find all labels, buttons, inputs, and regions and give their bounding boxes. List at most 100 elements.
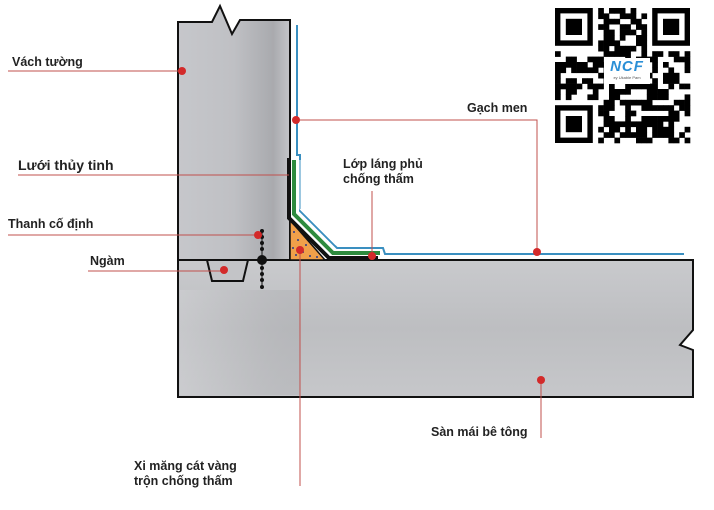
qr-module (663, 89, 669, 95)
label-fixing-bar: Thanh cố định (8, 217, 94, 231)
qr-module (609, 51, 615, 57)
qr-module (555, 89, 561, 95)
qr-module (652, 132, 658, 138)
qr-module (625, 51, 631, 57)
label-mortar-line2: trộn chống thấm (134, 474, 233, 488)
qr-logo-text: NCF (610, 58, 644, 75)
qr-module (673, 137, 680, 144)
qr-module (657, 116, 664, 122)
qr-module (684, 51, 691, 57)
qr-module (657, 132, 664, 138)
qr-module (576, 83, 583, 90)
qr-module (663, 62, 669, 68)
qr-module (673, 78, 680, 84)
qr-module (625, 83, 631, 90)
qr-module (652, 67, 658, 74)
label-embed: Ngàm (90, 254, 125, 268)
qr-module (663, 126, 669, 133)
qr-module (668, 137, 675, 144)
qr-module (636, 99, 642, 106)
label-mortar-line1: Xi măng cát vàng (134, 459, 237, 473)
qr-module (603, 99, 610, 106)
qr-module (587, 56, 594, 63)
qr-module (668, 51, 675, 57)
qr-module (609, 105, 615, 111)
qr-logo: NCF ey Ukable Pam (604, 58, 650, 84)
qr-module (603, 110, 610, 117)
qr-module (668, 78, 675, 84)
qr-module (684, 67, 691, 74)
qr-module (609, 94, 615, 101)
qr-module (646, 99, 653, 106)
qr-module (625, 13, 631, 20)
qr-module (598, 126, 604, 133)
qr-module (646, 121, 653, 128)
qr-module (614, 126, 621, 133)
qr-module (641, 24, 648, 30)
qr-module (603, 18, 610, 25)
qr-module (668, 132, 675, 138)
fixing-bar (257, 229, 267, 289)
qr-module (598, 72, 604, 79)
qr-module (614, 137, 621, 144)
qr-module (684, 56, 691, 63)
qr-module (592, 56, 599, 63)
qr-module (614, 94, 621, 101)
qr-module (582, 62, 588, 68)
qr-module (609, 83, 615, 90)
qr-module (609, 126, 615, 133)
qr-module (609, 35, 615, 41)
qr-module (576, 62, 583, 68)
qr-module (598, 105, 604, 111)
qr-module (641, 116, 648, 122)
qr-module (630, 45, 637, 52)
qr-module (630, 132, 637, 138)
qr-module (641, 132, 648, 138)
label-coating-line1: Lớp láng phủ (343, 157, 423, 171)
qr-module (598, 56, 604, 63)
qr-module (641, 121, 648, 128)
qr-module (598, 8, 604, 14)
qr-module (625, 29, 631, 36)
qr-module (641, 13, 648, 20)
qr-module (636, 83, 642, 90)
qr-finder (565, 18, 582, 35)
qr-module (646, 89, 653, 95)
qr-module (652, 51, 658, 57)
qr-module (652, 105, 658, 111)
qr-module (571, 89, 577, 95)
qr-module (668, 121, 675, 128)
qr-module (646, 94, 653, 101)
qr-module (630, 110, 637, 117)
qr-code (555, 8, 691, 144)
qr-module (603, 51, 610, 57)
qr-module (576, 67, 583, 74)
qr-module (663, 132, 669, 138)
label-ceramic-tile: Gạch men (467, 101, 528, 115)
qr-module (668, 83, 675, 90)
qr-module (560, 67, 567, 74)
ceramic-tile-outline (299, 160, 337, 246)
qr-module (614, 51, 621, 57)
qr-module (668, 116, 675, 122)
qr-finder (663, 18, 680, 35)
qr-module (646, 105, 653, 111)
qr-module (565, 83, 572, 90)
qr-module (603, 121, 610, 128)
qr-module (630, 29, 637, 36)
qr-module (603, 116, 610, 122)
slab-shade (180, 290, 300, 395)
qr-module (571, 78, 577, 84)
qr-module (619, 121, 626, 128)
qr-module (657, 126, 664, 133)
qr-module (571, 56, 577, 63)
qr-module (598, 45, 604, 52)
qr-module (625, 126, 631, 133)
qr-module (555, 83, 561, 90)
marker-tile-wall (292, 116, 300, 124)
qr-module (614, 40, 621, 47)
qr-module (668, 110, 675, 117)
label-coating-line2: chống thấm (343, 172, 414, 186)
qr-module (625, 45, 631, 52)
